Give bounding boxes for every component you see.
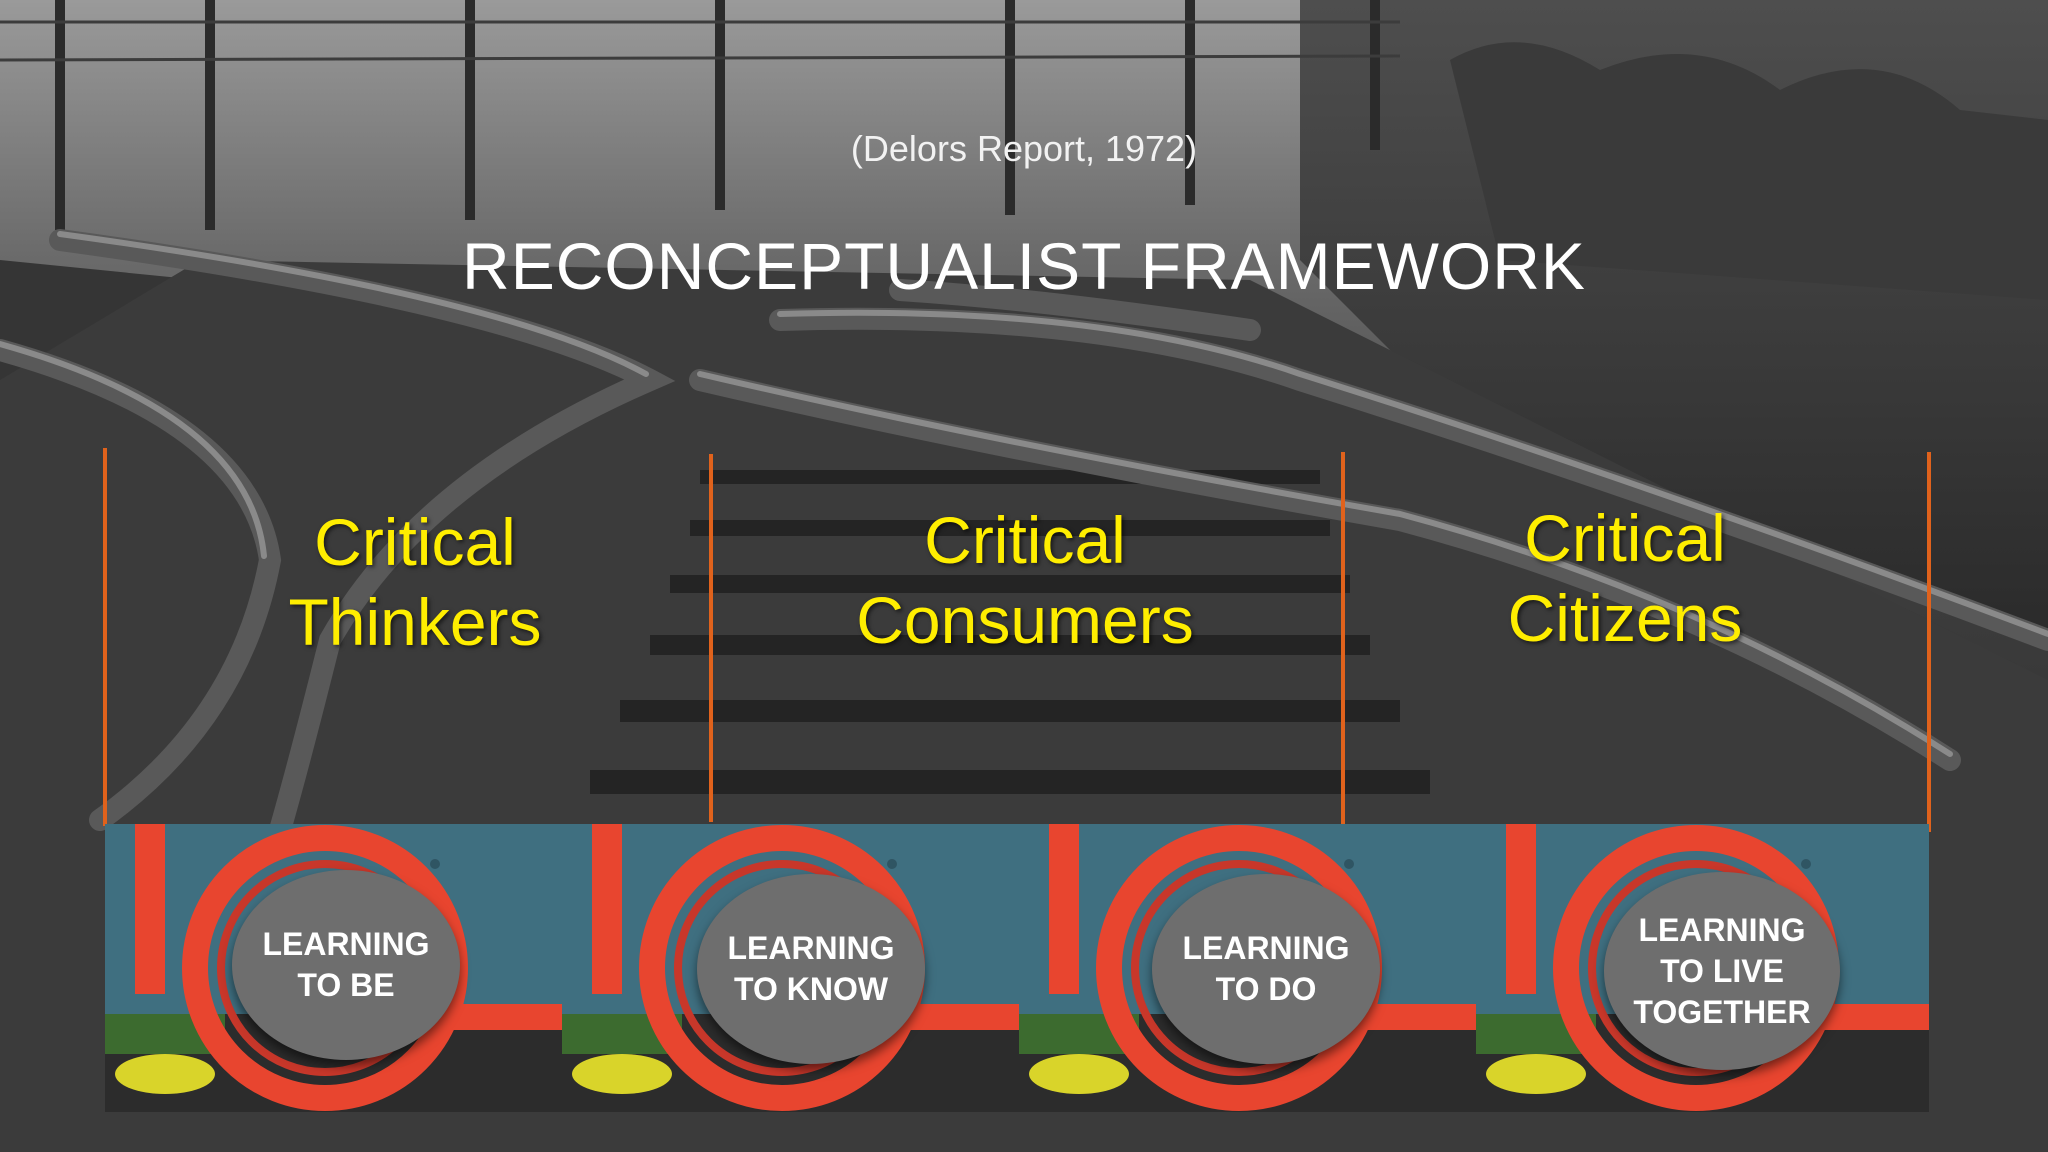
label-line-2: Thinkers — [288, 585, 542, 659]
pillar-text-line: TO BE — [297, 967, 395, 1003]
citation: (Delors Report, 1972) — [850, 128, 1198, 169]
divider-line-3 — [1341, 452, 1345, 824]
divider-line-1 — [103, 448, 107, 826]
divider-line-2 — [709, 454, 713, 822]
pillar-text-line: TO LIVE — [1660, 952, 1784, 989]
label-line-1: Critical — [1524, 501, 1726, 575]
slide-title: RECONCEPTUALIST FRAMEWORK — [462, 229, 1586, 303]
pillar-circle-learning-to-live-together: LEARNING TO LIVE TOGETHER — [1604, 872, 1840, 1070]
label-line-1: Critical — [924, 503, 1126, 577]
critical-consumers-label: Critical Consumers — [830, 500, 1220, 660]
divider-line-4 — [1927, 452, 1931, 832]
pillar-text-line: LEARNING — [262, 926, 430, 962]
pillar-circle-learning-to-be: LEARNING TO BE — [232, 870, 460, 1060]
pillar-text-line: TOGETHER — [1633, 993, 1811, 1030]
critical-citizens-label: Critical Citizens — [1460, 498, 1790, 658]
pillar-circle-learning-to-do: LEARNING TO DO — [1152, 874, 1380, 1064]
pillar-text-line: LEARNING — [727, 930, 895, 966]
label-line-1: Critical — [314, 505, 516, 579]
pillar-text-line: LEARNING — [1638, 911, 1806, 948]
pillar-text-line: TO KNOW — [733, 971, 889, 1007]
label-line-2: Consumers — [856, 583, 1194, 657]
critical-thinkers-label: Critical Thinkers — [250, 502, 580, 662]
pillar-circle-learning-to-know: LEARNING TO KNOW — [697, 874, 925, 1064]
pillar-text-line: TO DO — [1215, 971, 1317, 1007]
label-line-2: Citizens — [1507, 581, 1743, 655]
pillar-text-line: LEARNING — [1182, 930, 1350, 966]
